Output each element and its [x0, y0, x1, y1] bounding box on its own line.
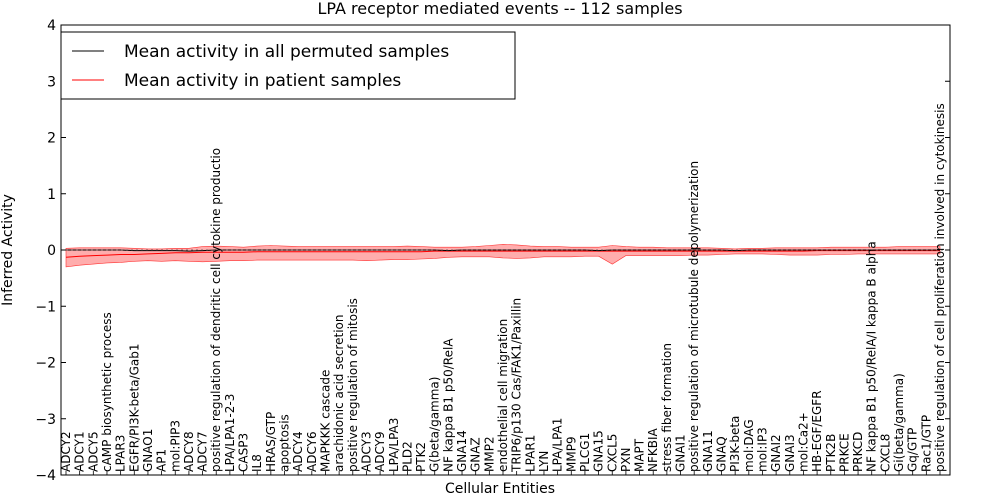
- x-tick-label: positive regulation of mitosis: [346, 298, 360, 472]
- x-tick-label: mol:PIP3: [168, 420, 182, 472]
- x-tick-label: LPA/LPA1-2-3: [223, 394, 237, 472]
- y-axis-label: Inferred Activity: [0, 194, 16, 306]
- x-tick-label: positive regulation of microtubule depol…: [687, 161, 701, 472]
- x-tick-label: Rac1/GTP: [919, 415, 933, 472]
- x-tick-label: CXCL5: [605, 434, 619, 472]
- x-tick-label: MAPT: [633, 438, 647, 472]
- x-tick-label: positive regulation of cell proliferatio…: [933, 103, 947, 472]
- x-tick-label: PTK2: [414, 442, 428, 472]
- x-tick-label: GNA15: [592, 430, 606, 472]
- x-tick-label: stress fiber formation: [660, 343, 674, 472]
- y-tick-label: −1: [35, 299, 56, 315]
- x-tick-label: PLCG1: [578, 433, 592, 472]
- x-tick-label: AP1: [155, 449, 169, 472]
- y-tick-label: 2: [47, 131, 56, 147]
- x-tick-label: Gq/GTP: [906, 428, 920, 472]
- x-tick-label: CASP3: [237, 433, 251, 472]
- chart-title: LPA receptor mediated events -- 112 samp…: [317, 0, 682, 18]
- x-tick-label: EGFR/PI3K-beta/Gab1: [127, 343, 141, 472]
- x-tick-label: NF kappa B1 p50/RelA: [441, 338, 455, 472]
- y-tick-label: −2: [35, 356, 56, 372]
- y-tick-label: −4: [35, 468, 56, 484]
- x-tick-label: G(beta/gamma): [428, 377, 442, 472]
- x-tick-label: PI3K-beta: [728, 416, 742, 472]
- x-tick-label: positive regulation of dendritic cell cy…: [209, 148, 223, 472]
- x-tick-label: mol:Ca2+: [796, 412, 810, 472]
- x-tick-label: HRAS/GTP: [264, 412, 278, 472]
- x-tick-label: arachidonic acid secretion: [332, 315, 346, 472]
- y-axis: −4 −3 −2 −1 0 1 2 3 4: [35, 18, 950, 484]
- y-tick-label: 1: [47, 187, 56, 203]
- x-tick-label: GNAI2: [769, 434, 783, 472]
- x-tick-label: CXCL8: [878, 434, 892, 472]
- y-tick-label: 4: [47, 18, 56, 34]
- x-tick-label: ADCY8: [182, 431, 196, 472]
- x-tick-label: LYN: [537, 451, 551, 472]
- x-tick-label: PTK2B: [824, 434, 838, 472]
- x-tick-label: LPA/LPA3: [387, 418, 401, 472]
- x-tick-label: GNAI3: [783, 434, 797, 472]
- x-tick-label: IL8: [250, 454, 264, 472]
- x-tick-label: GNAI1: [674, 434, 688, 472]
- x-tick-label: mol:DAG: [742, 419, 756, 472]
- x-tick-label: GNAZ: [469, 437, 483, 472]
- x-tick-label: mol:IP3: [755, 427, 769, 472]
- x-tick-label: LPAR3: [114, 435, 128, 472]
- x-tick-label: endothelial cell migration: [496, 319, 510, 472]
- x-tick-label: ADCY6: [305, 431, 319, 472]
- x-tick-label: MMP2: [482, 436, 496, 472]
- x-tick-label: ADCY4: [291, 431, 305, 472]
- x-tick-label: ADCY1: [73, 431, 87, 472]
- x-tick-label: ADCY3: [359, 431, 373, 472]
- x-tick-label: PXN: [619, 448, 633, 472]
- x-tick-label: NFKBIA: [646, 427, 660, 472]
- x-tick-label: LPAR1: [523, 435, 537, 472]
- x-tick-label: MAPKKK cascade: [318, 370, 332, 472]
- x-tick-label: GNAO1: [141, 429, 155, 472]
- y-tick-label: 0: [47, 243, 56, 259]
- legend: Mean activity in all permuted samples Me…: [60, 31, 516, 100]
- legend-label-patient: Mean activity in patient samples: [124, 71, 401, 91]
- legend-box: [60, 31, 516, 100]
- x-tick-label: NF kappa B1 p50/RelA/I kappa B alpha: [865, 241, 879, 472]
- x-tick-label: PRKCE: [837, 433, 851, 472]
- x-tick-label: HB-EGF/EGFR: [810, 390, 824, 472]
- x-tick-label: ADCY9: [373, 431, 387, 472]
- x-tick-label: ADCY2: [59, 431, 73, 472]
- series-line-patient: [65, 250, 940, 258]
- x-tick-label: Gi(beta/gamma): [892, 373, 906, 472]
- x-tick-label: PLD2: [400, 441, 414, 472]
- y-tick-label: 3: [47, 74, 56, 90]
- x-axis-label: Cellular Entities: [445, 481, 555, 497]
- x-tick-label: GNA11: [701, 430, 715, 472]
- x-tick-label: cAMP biosynthetic process: [100, 312, 114, 472]
- x-tick-label: TRIP6/p130 Cas/FAK1/Paxillin: [510, 298, 524, 473]
- y-tick-label: −3: [35, 412, 56, 428]
- x-tick-label: GNAQ: [715, 436, 729, 472]
- x-tick-label: GNA14: [455, 430, 469, 472]
- x-tick-label: PRKCD: [851, 432, 865, 472]
- x-tick-label: ADCY5: [86, 431, 100, 472]
- x-tick-label: apoptosis: [278, 414, 292, 472]
- legend-label-permuted: Mean activity in all permuted samples: [124, 42, 449, 62]
- x-tick-label: MMP9: [564, 436, 578, 472]
- x-tick-label: LPA/LPA1: [551, 418, 565, 472]
- x-tick-label: ADCY7: [196, 431, 210, 472]
